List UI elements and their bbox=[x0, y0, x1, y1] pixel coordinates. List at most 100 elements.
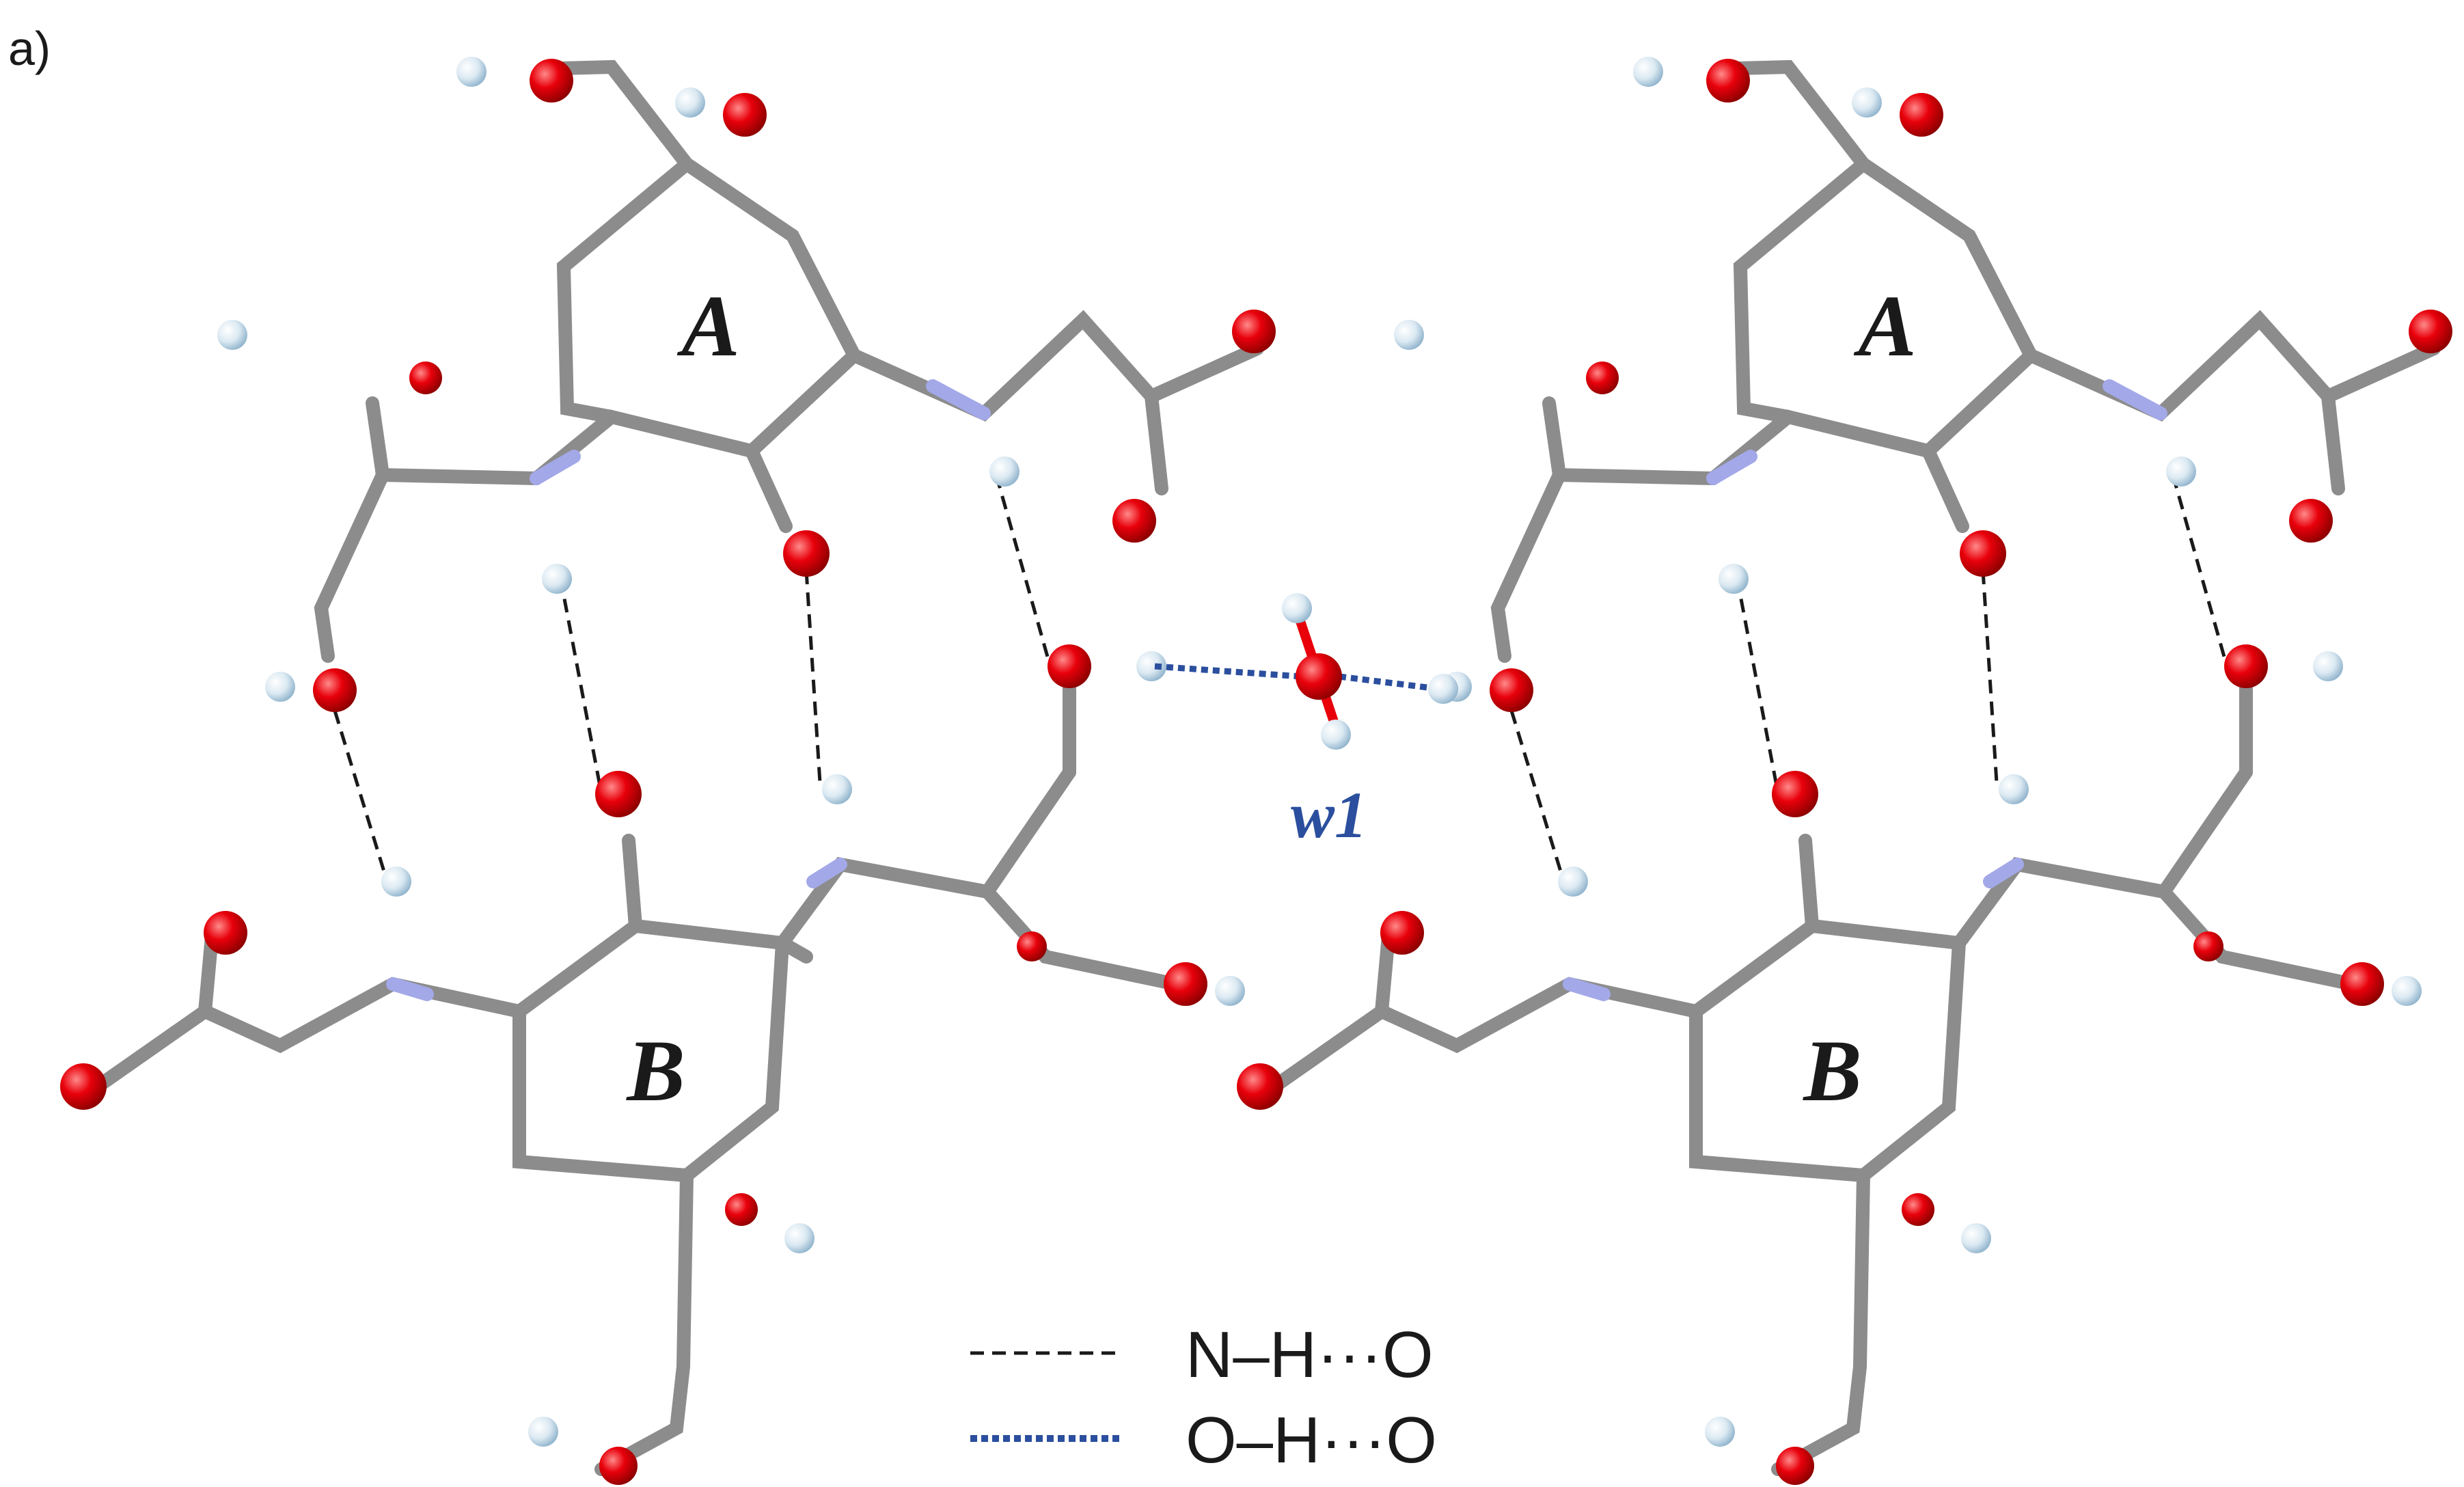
bond bbox=[1563, 977, 1611, 1001]
oxygen-atom bbox=[2409, 310, 2452, 353]
hydrogen-atom bbox=[456, 57, 487, 87]
bond bbox=[553, 59, 696, 424]
oxygen-atom bbox=[1776, 1447, 1814, 1485]
legend: N–H···O O–H···O bbox=[970, 1318, 1437, 1477]
oxygen-atom bbox=[1586, 361, 1619, 394]
bond bbox=[2024, 310, 2335, 422]
oxygen-atom bbox=[409, 361, 442, 394]
bond bbox=[2103, 379, 2167, 420]
oxygen-atom bbox=[1296, 653, 1342, 700]
bond bbox=[198, 977, 526, 1054]
nh-o-hbond bbox=[1735, 577, 1779, 787]
bond bbox=[1921, 444, 1969, 533]
hydrogen-atom bbox=[1852, 87, 1882, 118]
oxygen-atom bbox=[60, 1063, 107, 1110]
hydrogen-atom bbox=[1428, 674, 1458, 704]
oxygen-atom bbox=[204, 911, 247, 955]
bond bbox=[314, 467, 543, 663]
oxygen-atom bbox=[313, 668, 357, 712]
bond bbox=[1490, 467, 1720, 663]
molecule-right: A B bbox=[1237, 57, 2452, 1485]
oxygen-atom bbox=[530, 59, 573, 103]
bond bbox=[926, 379, 991, 420]
bond bbox=[981, 885, 1182, 991]
bond bbox=[1798, 834, 1819, 933]
ring-label-top: A bbox=[676, 277, 739, 374]
oxygen-atom bbox=[1706, 59, 1750, 103]
oxygen-atom bbox=[1960, 530, 2006, 577]
bond bbox=[1272, 1005, 1388, 1090]
bond bbox=[1542, 396, 1566, 482]
hydrogen-atom bbox=[1558, 867, 1588, 897]
molecule-left: A B bbox=[60, 57, 1276, 1485]
hydrogen-atom bbox=[989, 456, 1019, 487]
bond bbox=[2157, 885, 2359, 991]
ring-label-bottom: B bbox=[1802, 1022, 1861, 1119]
bond bbox=[96, 1005, 212, 1090]
nh-o-hbond bbox=[804, 570, 822, 783]
legend-label: N–H···O bbox=[1186, 1318, 1434, 1391]
atom-layer bbox=[1237, 57, 2452, 1485]
legend-label: O–H···O bbox=[1186, 1404, 1437, 1477]
bond bbox=[1375, 977, 1703, 1054]
bond bbox=[366, 396, 389, 482]
bond bbox=[386, 977, 434, 1001]
bond bbox=[745, 444, 793, 533]
hydrogen-atom bbox=[542, 564, 572, 594]
bond bbox=[2321, 342, 2441, 403]
hydrogen-atom bbox=[1705, 1417, 1735, 1447]
hydrogen-atom bbox=[1321, 720, 1351, 750]
hydrogen-atom bbox=[217, 320, 247, 350]
bond bbox=[2321, 390, 2345, 495]
nh-o-hbond bbox=[333, 710, 388, 879]
bond bbox=[1983, 858, 2024, 888]
hydrogen-atom bbox=[2392, 976, 2422, 1006]
ring-label-top: A bbox=[1853, 277, 1916, 374]
ring-label-bottom: B bbox=[625, 1022, 685, 1119]
hydrogen-atom bbox=[784, 1223, 815, 1253]
hydrogen-atom bbox=[2166, 456, 2196, 487]
hydrogen-atom bbox=[1719, 564, 1749, 594]
oxygen-atom bbox=[599, 1447, 638, 1485]
bond bbox=[847, 310, 1158, 422]
oxygen-atom bbox=[1048, 644, 1091, 688]
oh-o-hbond bbox=[1339, 673, 1439, 692]
oxygen-atom bbox=[2224, 644, 2268, 688]
hydrogen-atom bbox=[265, 672, 295, 702]
bond bbox=[1706, 157, 2040, 485]
water-label: w1 bbox=[1291, 778, 1367, 851]
oxygen-atom bbox=[1900, 93, 1943, 137]
oxygen-atom bbox=[1902, 1193, 1934, 1226]
bond bbox=[622, 834, 642, 933]
hydrogen-atom bbox=[1999, 774, 2029, 804]
hydrogen-atom bbox=[1136, 651, 1166, 681]
hydrogen-atom bbox=[381, 867, 411, 897]
bond bbox=[1145, 342, 1264, 403]
bond bbox=[1771, 936, 1966, 1476]
hbond-layer bbox=[333, 474, 1051, 879]
bond bbox=[530, 450, 581, 485]
nh-o-hbond bbox=[1509, 710, 1565, 879]
bond bbox=[1145, 390, 1168, 495]
oxygen-atom bbox=[723, 93, 767, 137]
hydrogen-atom bbox=[1394, 320, 1424, 350]
hbond-layer bbox=[1509, 474, 2228, 879]
hydrogen-atom bbox=[1961, 1223, 1991, 1253]
hydrogen-atom bbox=[822, 774, 852, 804]
hydrogen-atom bbox=[1282, 593, 1312, 623]
bond bbox=[776, 765, 1076, 950]
oxygen-atom bbox=[1232, 310, 1276, 353]
oxygen-atom bbox=[1017, 931, 1047, 961]
oxygen-atom bbox=[2340, 962, 2384, 1006]
oxygen-atom bbox=[1237, 1063, 1283, 1110]
oxygen-atom bbox=[1112, 499, 1156, 543]
nh-o-hbond bbox=[2171, 474, 2228, 662]
bond bbox=[530, 157, 863, 485]
oxygen-atom bbox=[725, 1193, 758, 1226]
oh-o-hbond bbox=[1154, 663, 1302, 680]
bond-layer bbox=[96, 59, 1264, 1476]
hydrogen-atom bbox=[675, 87, 705, 118]
bond bbox=[1952, 765, 2253, 950]
bond bbox=[776, 936, 813, 964]
oxygen-atom bbox=[1490, 668, 1533, 712]
